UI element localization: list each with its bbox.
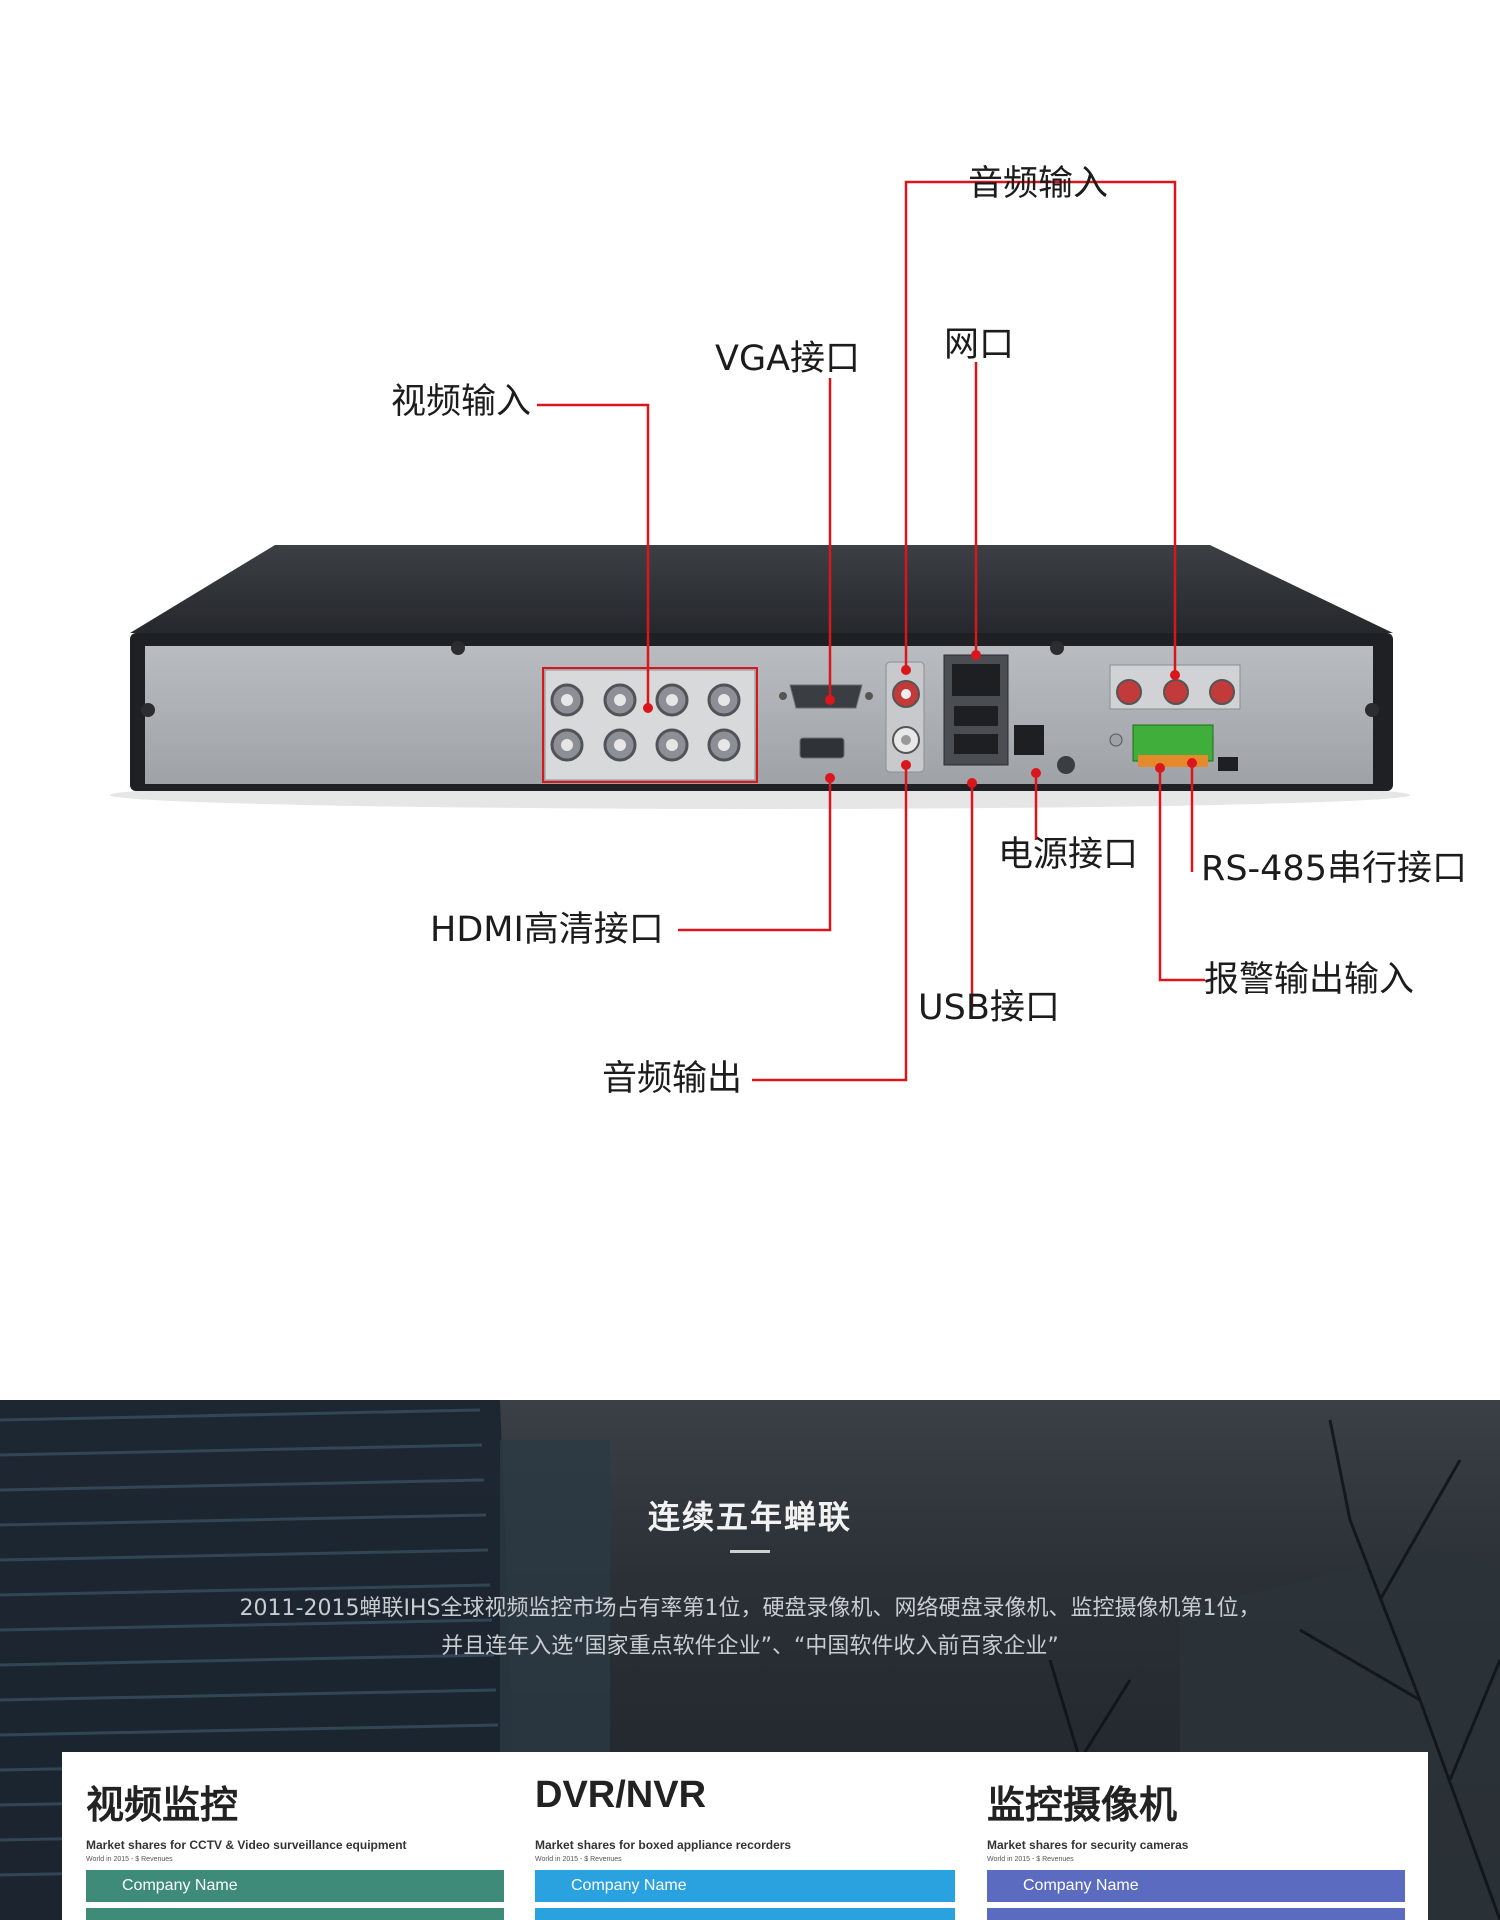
audio-rca-ports xyxy=(885,661,925,773)
leader-dots xyxy=(643,650,1197,788)
company-bar: Company Name xyxy=(987,1870,1405,1902)
label-network: 网口 xyxy=(944,325,1015,365)
hdmi-port xyxy=(799,737,845,759)
column-note: World in 2015 - $ Revenues xyxy=(987,1856,1074,1863)
column-subtitle: Market shares for security cameras xyxy=(987,1838,1189,1852)
company-bar-secondary xyxy=(535,1908,955,1920)
market-share-banner: 连续五年蝉联 2011-2015蝉联IHS全球视频监控市场占有率第1位，硬盘录像… xyxy=(0,1400,1500,1920)
leader-lines xyxy=(537,180,1205,1082)
dvr-illustration xyxy=(110,180,1410,1082)
lan-usb-ports xyxy=(943,654,1009,766)
label-vga: VGA接口 xyxy=(715,339,861,379)
label-video-in: 视频输入 xyxy=(391,382,532,422)
column-title: 视频监控 xyxy=(86,1783,239,1827)
company-bar-secondary xyxy=(86,1908,504,1920)
banner-title: 连续五年蝉联 xyxy=(647,1498,852,1536)
market-share-card: 视频监控 Market shares for CCTV & Video surv… xyxy=(62,1752,1428,1920)
ground-terminal xyxy=(1057,756,1075,774)
column-note: World in 2015 - $ Revenues xyxy=(535,1856,622,1863)
banner-description-line-1: 2011-2015蝉联IHS全球视频监控市场占有率第1位，硬盘录像机、网络硬盘录… xyxy=(239,1596,1261,1621)
power-port xyxy=(1014,725,1044,755)
device-lid xyxy=(130,545,1393,633)
column-title: DVR/NVR xyxy=(535,1774,707,1816)
banner-description: 2011-2015蝉联IHS全球视频监控市场占有率第1位，硬盘录像机、网络硬盘录… xyxy=(0,1590,1500,1666)
screws xyxy=(141,641,1379,717)
label-hdmi: HDMI高清接口 xyxy=(430,910,664,950)
column-title: 监控摄像机 xyxy=(987,1783,1178,1827)
banner-divider xyxy=(730,1550,770,1553)
column-subtitle: Market shares for boxed appliance record… xyxy=(535,1838,792,1852)
label-power: 电源接口 xyxy=(998,835,1139,875)
banner-description-line-2: 并且连年入选“国家重点软件企业”、“中国软件收入前百家企业” xyxy=(441,1634,1059,1659)
dvr-rear-panel-diagram: 音频输入 VGA接口 网口 视频输入 电源接口 RS-485串行接口 HDMI高… xyxy=(110,164,1467,1099)
label-audio-out: 音频输出 xyxy=(602,1059,743,1099)
bnc-video-inputs xyxy=(544,669,756,781)
label-usb: USB接口 xyxy=(918,988,1060,1028)
company-bar-secondary xyxy=(987,1908,1405,1920)
video-input-highlight xyxy=(542,667,758,783)
label-alarm: 报警输出输入 xyxy=(1204,960,1415,1000)
label-rs485: RS-485串行接口 xyxy=(1201,849,1467,889)
company-bar: Company Name xyxy=(86,1870,504,1902)
label-audio-in: 音频输入 xyxy=(968,164,1109,204)
vga-port xyxy=(779,684,873,709)
company-bar: Company Name xyxy=(535,1870,955,1902)
column-note: World in 2015 - $ Revenues xyxy=(86,1856,173,1863)
column-subtitle: Market shares for CCTV & Video surveilla… xyxy=(86,1838,407,1852)
